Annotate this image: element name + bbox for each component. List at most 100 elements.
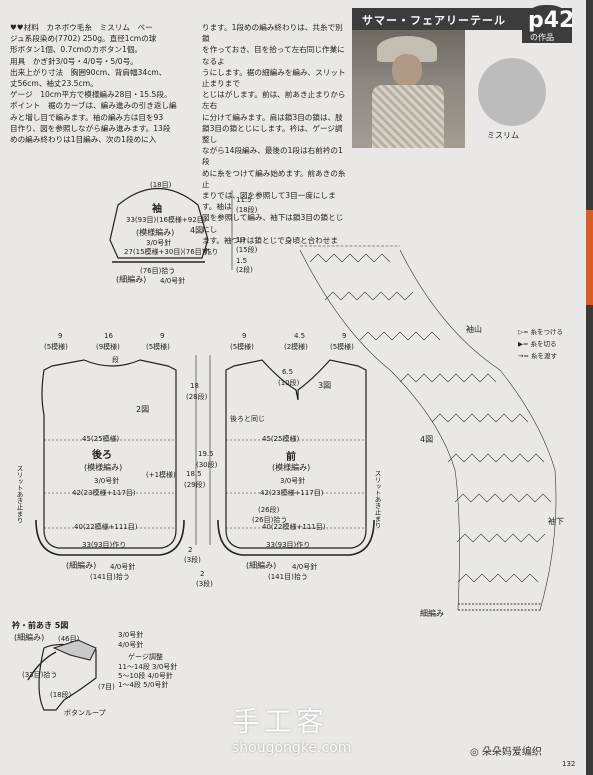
sleeve-pattern: (模様編み) (136, 228, 175, 237)
front-hem (217, 519, 375, 556)
sleeve-top-label: (18目) (150, 181, 172, 189)
yarn-swatch (478, 58, 546, 126)
sleeve-fig: 4図 (190, 226, 204, 235)
legend-carry: →= 糸を渡す (518, 352, 557, 360)
back-hem (35, 519, 185, 556)
front-top-mid-sub: (2模様) (284, 343, 308, 351)
materials-line: ポイント 裾のカーブは、編み進みの引き返し編 (10, 101, 177, 111)
legend-cut: ▶= 糸を切る (518, 340, 557, 348)
back-h2-rows: (29段) (184, 481, 206, 489)
front-bottom: 33(93目)作り (266, 541, 311, 549)
front-hem: (細編み) (246, 561, 277, 570)
page-ref-badge (522, 5, 572, 43)
sleeve-hem-count: (76目)拾う (140, 267, 176, 275)
back-waist: 42(23模様+117目) (72, 489, 136, 497)
header-title: サマー・フェアリーテール (362, 14, 506, 27)
sleeve-body-height: 10 (236, 236, 245, 244)
back-hem-count: (141目)拾う (90, 573, 130, 581)
collar-count: (46目) (58, 635, 80, 643)
page-ref-suffix: の作品 (530, 33, 554, 42)
collar-pick: (33目)拾う (22, 671, 58, 679)
sweater-shape (372, 85, 444, 148)
front-pick-26: (26目)拾う (252, 516, 288, 524)
back-h2: 18.5 (186, 470, 202, 478)
back-h1: 18 (190, 382, 199, 390)
chart-fan-rows (456, 533, 546, 543)
front-h1-rows: (30段) (196, 461, 218, 469)
chart-fig: 4図 (420, 435, 434, 444)
chart-fan-rows (309, 253, 391, 263)
back-plus-mark: (+1模様) (146, 471, 176, 479)
chart-fan-rows (359, 331, 441, 341)
collar-curve (27, 651, 57, 681)
front-h1: 19.5 (198, 450, 214, 458)
front-chest: 45(25模様) (262, 435, 300, 443)
front-fig: 3図 (318, 381, 332, 390)
front-top-left: 9 (242, 332, 247, 340)
materials-text: ♥♥材料 カネボウ毛糸 ミスリム ベー ジュ系段染め(7702) 250g。直径… (10, 22, 178, 145)
chart-sleeve-cap: 袖山 (466, 325, 482, 334)
sleeve-cap-height: 11.5 (236, 196, 252, 204)
instructions-line: ます。袖つけは鎖とじで身頃と合わせます。 (202, 235, 338, 257)
page-number: 132 (562, 760, 576, 768)
sleeve-cap-rows: (18段) (236, 206, 258, 214)
materials-line: ゲージ 10cm平方で模様編み28目・15.5段。 (10, 90, 172, 100)
instructions-line: まりでは、図を参照して3目一度にします。袖は (202, 191, 336, 212)
swatch-label: ミスリム (487, 131, 519, 140)
front-outline (225, 359, 367, 549)
instructions-line: ながら14段編み、最後の1段は右前衿の1段 (202, 146, 343, 167)
instructions-line: に分けて編みます。肩は鎖3目の鎖は、肢 (202, 112, 343, 122)
front-waist: 42(23模様+117目) (260, 489, 324, 497)
instructions-line: うにします。裾の細編みを編み、スリット止まりまで (202, 67, 346, 89)
sleeve-title: 袖 (152, 204, 162, 215)
front-top-sub: (5模様) (330, 343, 354, 351)
front-hem-h: 2 (200, 570, 205, 578)
front-slit-label: スリットあき止まり (373, 470, 381, 529)
sleeve-outline (109, 187, 209, 259)
wechat-account: ◎ 朵朵妈爱编织 (470, 747, 542, 758)
watermark-logo: 手工客 (232, 705, 329, 738)
front-hem-count: (141目)拾う (268, 573, 308, 581)
watermark-url: shougongke.com (232, 740, 352, 756)
chart-fan-rows (447, 453, 545, 463)
back-title: 後ろ (92, 450, 112, 461)
sleeve-hem-rows: (2段) (236, 266, 253, 274)
collar-row-a: 11〜14段 3/0号針 (118, 663, 178, 671)
legend-join: ▷= 糸をつける (518, 328, 564, 336)
back-slit-label: スリットあき止まり (15, 465, 23, 524)
collar-hem: (細編み) (14, 633, 45, 642)
materials-line: めの編み終わりは1目編み、次の1段めに入 (10, 135, 157, 145)
collar-title: 衿・前あき 5図 (12, 621, 69, 630)
page-ref-number: p42 (528, 8, 575, 33)
instructions-text: ります。1段めの編み終わりは、共糸で別鎖 を作っておき、目を拾って左右同じ作業に… (202, 22, 349, 257)
back-chest: 45(25模様) (82, 435, 120, 443)
back-fig: 2図 (136, 405, 150, 414)
page-tab (586, 210, 593, 305)
back-bottom: 33(93目)作り (82, 541, 127, 549)
chart-fan-rows (457, 573, 539, 583)
chart-sleeve-under: 袖下 (548, 517, 564, 526)
materials-line: みと増し目で編みます。袖の編み方は目を93 (10, 112, 164, 122)
collar-small: (7目) (98, 683, 115, 691)
instructions-line: とじはがします。前は、前あき止まりから左右 (202, 90, 346, 111)
sleeve-width2: 27(15模様+30目)(76目)作り (124, 248, 219, 256)
front-lower: 40(22模様+111目) (262, 523, 326, 531)
front-top-sub: (5模様) (230, 343, 254, 351)
instructions-line: 図を参照して編み、袖下は鎖3目の鎖とじにし (202, 213, 344, 234)
collar-gauge: ゲージ調整 (128, 653, 163, 661)
collar-needle2: 4/0号針 (118, 641, 144, 649)
materials-line: ジュ系段染め(7702) 250g。直径1cmの球 (10, 34, 157, 44)
front-same-as-back: 後ろと同じ (230, 415, 265, 423)
chart-fan-rows (454, 493, 552, 503)
front-neck-height: 6.5 (282, 368, 294, 376)
chart-fan-rows (324, 291, 414, 301)
front-hem-rows: (3段) (196, 580, 213, 588)
crochet-chart (299, 245, 557, 611)
back-hem-needle: 4/0号針 (110, 563, 136, 571)
arrow-right-icon: → (518, 352, 524, 360)
head-shape (392, 54, 422, 86)
front-top-right: 9 (342, 332, 347, 340)
materials-line: 丈56cm、袖丈23.5cm。 (10, 79, 98, 89)
